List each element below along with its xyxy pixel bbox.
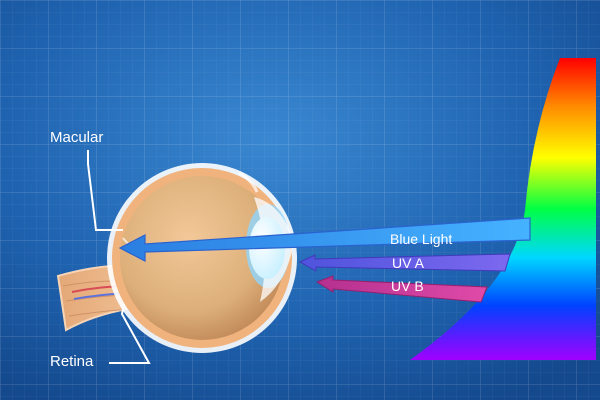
retina-label: Retina: [50, 353, 94, 370]
macular-label: Macular: [50, 129, 103, 146]
uv-b-arrow-icon: [315, 275, 488, 303]
eye-cross-section-icon: [107, 163, 297, 353]
retina-leader-line: [109, 303, 151, 364]
uv-b-label: UV B: [391, 278, 424, 294]
blue-light-arrow-icon: [118, 217, 531, 262]
uv-a-label: UV A: [392, 255, 425, 271]
macular-leader-line: [87, 150, 123, 231]
blue-light-beam: Blue Light: [118, 217, 531, 262]
blue-light-label: Blue Light: [390, 231, 452, 247]
color-spectrum-icon: [410, 58, 596, 360]
uv-a-beam: UV A: [298, 253, 511, 272]
uv-b-beam: UV B: [315, 275, 488, 303]
uv-a-arrow-icon: [298, 253, 511, 272]
